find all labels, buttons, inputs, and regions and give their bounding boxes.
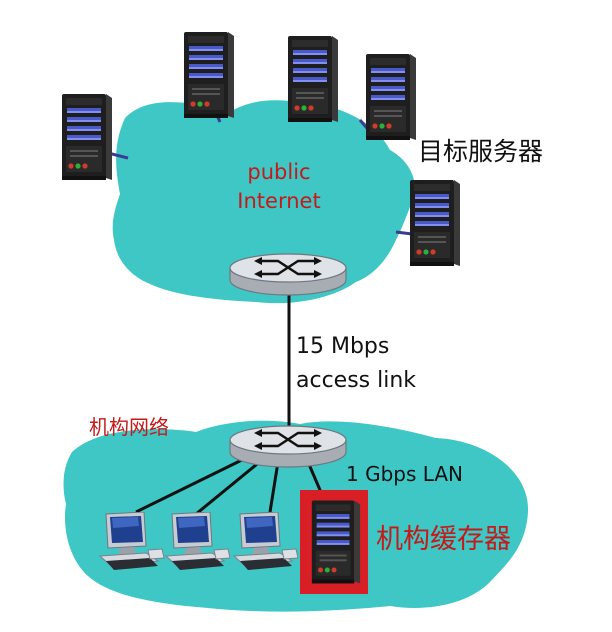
server-icon — [366, 54, 416, 140]
server-icon — [184, 32, 234, 118]
server-icon — [62, 94, 112, 180]
public-internet-cloud — [112, 100, 415, 304]
access-link-name: access link — [296, 368, 417, 393]
server-icon — [410, 180, 460, 266]
target-servers-label: 目标服务器 — [418, 137, 544, 166]
cache-server-icon — [311, 500, 361, 584]
access-link-speed: 15 Mbps — [296, 334, 390, 359]
internet-router-icon — [228, 252, 348, 297]
lan-speed-label: 1 Gbps LAN — [346, 462, 463, 486]
access-link-label: 15 Mbps access link — [296, 330, 476, 398]
server-icon — [288, 36, 338, 122]
public-internet-label: public Internet — [237, 160, 321, 213]
institutional-cache-label: 机构缓存器 — [376, 524, 511, 555]
institutional-network-label: 机构网络 — [89, 415, 169, 439]
institution-router-icon — [228, 424, 348, 469]
